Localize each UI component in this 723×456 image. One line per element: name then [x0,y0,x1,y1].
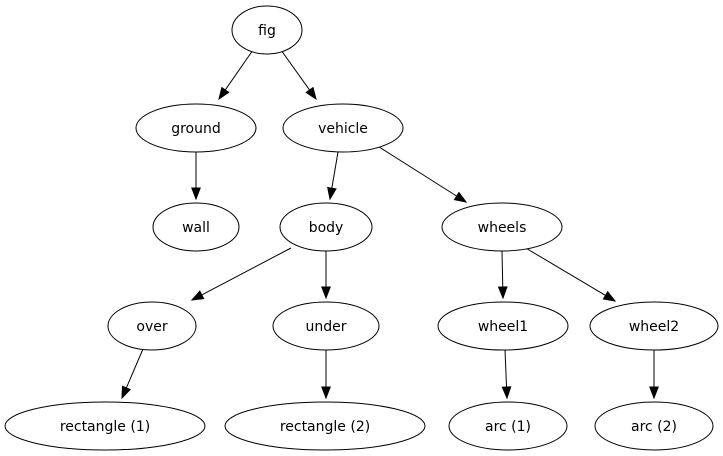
edge-line [375,144,457,197]
graph-edge [649,350,659,400]
edge-line [280,49,311,91]
node-ellipse[interactable] [437,301,569,351]
node-ellipse[interactable] [282,103,404,153]
nodes-layer: fig ground vehicle wall body wheels over under w… [4,5,719,451]
node-ellipse[interactable] [279,202,373,252]
graph-edge [523,246,617,302]
node-ellipse[interactable] [594,401,714,451]
graph-edge [497,250,508,300]
edge-line [523,246,606,296]
edges-layer [121,49,659,400]
edge-arrowhead [218,86,230,101]
graph-edge [190,247,292,301]
node-ellipse[interactable] [107,301,197,351]
edge-arrowhead [327,186,337,201]
edge-line [504,349,508,388]
graph-node-ground[interactable]: ground [135,103,257,153]
graph-node-body[interactable]: body [279,202,373,252]
edge-arrowhead [321,286,331,300]
graph-node-rectangle1[interactable]: rectangle (1) [4,401,206,451]
graph-edge [501,349,512,400]
graph-node-fig[interactable]: fig [231,5,303,55]
graph-node-under[interactable]: under [272,301,380,351]
node-ellipse[interactable] [224,401,426,451]
node-ellipse[interactable] [4,401,206,451]
edge-line [201,247,292,296]
graph-node-wall[interactable]: wall [152,202,240,252]
graph-node-wheel2[interactable]: wheel2 [589,301,719,351]
edge-arrowhead [602,290,617,302]
node-ellipse[interactable] [231,5,303,55]
graph-edge [280,49,317,101]
edge-arrowhead [305,86,317,101]
graph-edge [121,348,144,400]
graph-edge [375,144,468,203]
edge-line [224,49,254,91]
node-ellipse[interactable] [272,301,380,351]
node-ellipse[interactable] [441,202,563,252]
graph-node-arc1[interactable]: arc (1) [448,401,568,451]
edge-arrowhead [501,386,512,400]
edge-line [331,151,339,189]
edge-arrowhead [649,386,659,400]
edge-line [501,250,504,288]
graph-edge [218,49,254,101]
edge-arrowhead [321,386,331,400]
edge-arrowhead [497,286,508,300]
graph-node-over[interactable]: over [107,301,197,351]
graph-edge [327,151,339,201]
graph-node-wheel1[interactable]: wheel1 [437,301,569,351]
edge-arrowhead [121,385,132,400]
node-ellipse[interactable] [135,103,257,153]
node-ellipse[interactable] [152,202,240,252]
edge-arrowhead [191,187,201,201]
graph-edge [191,152,201,201]
edge-arrowhead [453,191,468,203]
graph-edge [321,251,331,300]
graph-node-vehicle[interactable]: vehicle [282,103,404,153]
edge-arrowhead [190,290,205,301]
node-ellipse[interactable] [448,401,568,451]
graph-node-arc2[interactable]: arc (2) [594,401,714,451]
graph-node-wheels[interactable]: wheels [441,202,563,252]
node-ellipse[interactable] [589,301,719,351]
graph-edge [321,350,331,400]
edge-line [125,348,144,389]
graph-node-rectangle2[interactable]: rectangle (2) [224,401,426,451]
